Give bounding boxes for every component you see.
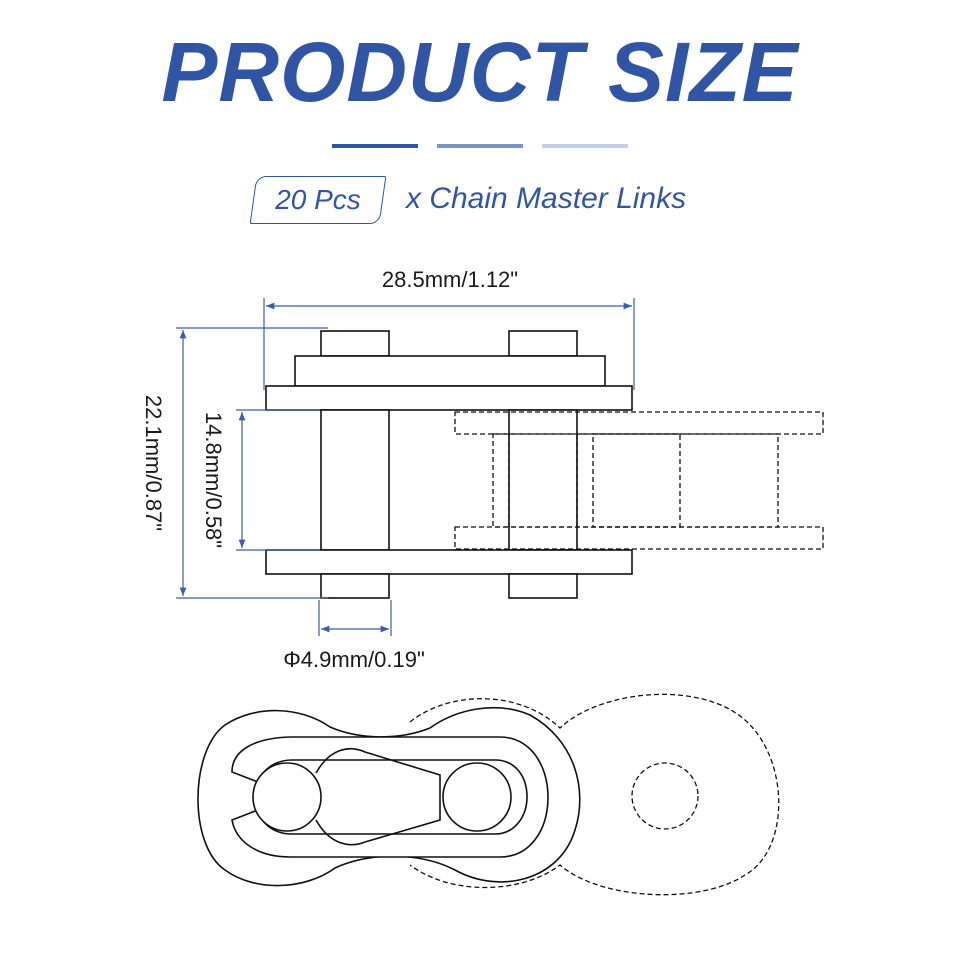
product-name: x Chain Master Links (406, 182, 687, 215)
clip-lever (315, 747, 441, 846)
spring-clip (231, 736, 549, 858)
accent-bar-3 (542, 144, 628, 148)
quantity-label: 20 Pcs (275, 184, 361, 215)
outer-plate-bottom (265, 549, 633, 575)
side-view-master-link (265, 330, 633, 599)
accent-bar-2 (437, 144, 523, 148)
pin-left (320, 409, 390, 551)
pin-left-top-view (252, 762, 322, 832)
width-dimension-label: 28.5mm/1.12" (382, 267, 518, 292)
top-view-adjoining-link (409, 693, 780, 896)
inner-width-dimension-label: 14.8mm/0.58" (201, 412, 226, 548)
outer-plate-top (265, 385, 633, 411)
pin-head-top-left (320, 330, 390, 357)
top-view-master-link (197, 706, 581, 887)
dimension-lines (176, 298, 635, 636)
pin-right-top-view (442, 762, 512, 832)
clip-plate (294, 355, 606, 387)
height-dimension-label: 22.1mm/0.87" (141, 395, 166, 531)
pin-end-bottom-left (320, 573, 390, 599)
side-view-adjoining-link (454, 411, 824, 550)
pin-head-top-right (508, 330, 578, 357)
pin-end-bottom-right (508, 573, 578, 599)
pin-diameter-label: Φ4.9mm/0.19" (283, 647, 425, 672)
pin-right (508, 409, 578, 551)
accent-bar-1 (332, 144, 418, 148)
page-title: PRODUCT SIZE (161, 25, 799, 119)
